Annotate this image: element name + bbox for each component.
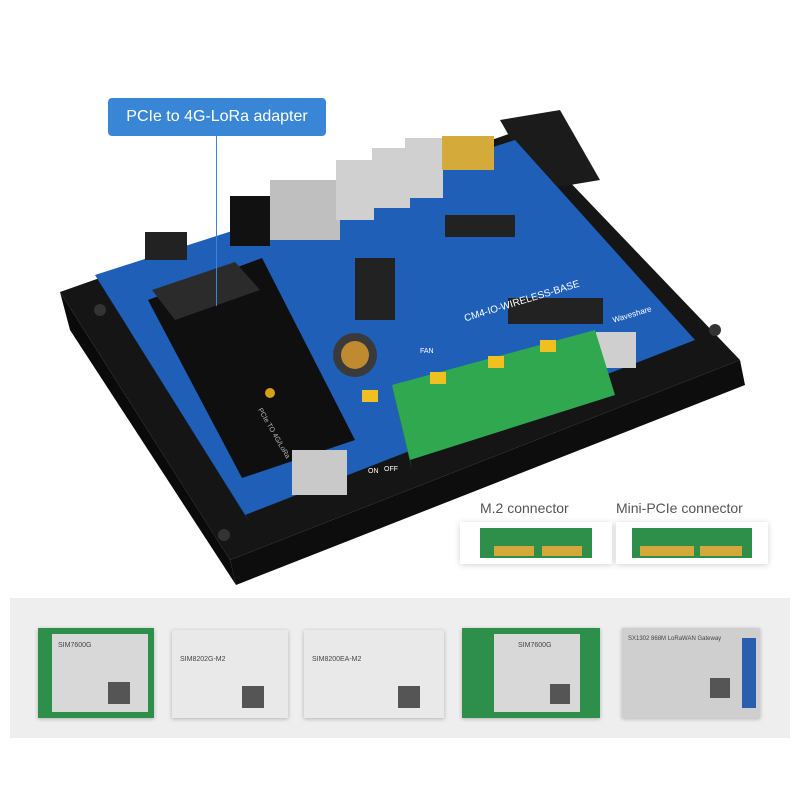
module-title: SIM7600G [518, 642, 552, 649]
m2-connector-label: M.2 connector [480, 500, 569, 516]
case-side-left [60, 292, 236, 585]
switch-on-label: ON [368, 468, 379, 475]
usb-port [336, 160, 374, 220]
jumper [430, 372, 446, 384]
usb-port [405, 138, 443, 198]
jumper [488, 356, 504, 368]
ethernet-port [270, 180, 340, 240]
fpc-connector [355, 258, 395, 320]
mini-pcie-connector-image [616, 522, 768, 564]
module-card: SIM8202G-M2 [172, 630, 288, 718]
module-card: SIM7600G [38, 628, 154, 718]
module-title: SIM7600G [58, 642, 92, 649]
adapter-screw [265, 388, 275, 398]
case-hole [709, 324, 721, 336]
callout-line [216, 136, 217, 306]
terminal-block [392, 330, 615, 460]
module-title: SIM8200EA-M2 [312, 656, 362, 663]
m2-connector-image [460, 522, 612, 564]
switch-off-label: OFF [384, 466, 398, 473]
jumper [362, 390, 378, 402]
case-ear-top [500, 110, 600, 190]
usb-port [372, 148, 410, 208]
hdmi-port [442, 136, 494, 170]
jumper [540, 340, 556, 352]
usb-c-port [145, 232, 187, 260]
module-title: SIM8202G-M2 [180, 656, 226, 663]
module-title: SX1302 868M LoRaWAN Gateway [628, 636, 722, 642]
case-hole [94, 304, 106, 316]
module-card: SIM8200EA-M2 [304, 630, 444, 718]
callout-label: PCIe to 4G-LoRa adapter [108, 98, 326, 136]
case-side-front [230, 360, 745, 585]
dsi-connector [508, 298, 603, 324]
m2-slot [152, 262, 260, 320]
fan-label: FAN [420, 348, 434, 355]
module-card: SX1302 868M LoRaWAN Gateway [622, 628, 760, 718]
dc-jack [230, 196, 270, 246]
sim-slot [292, 450, 347, 495]
case-hole [218, 529, 230, 541]
board-illustration [60, 110, 745, 585]
pcie-adapter [148, 258, 355, 478]
mini-pcie-connector-label: Mini-PCIe connector [616, 500, 743, 516]
module-card: SIM7600G [462, 628, 600, 718]
csi-connector [445, 215, 515, 237]
